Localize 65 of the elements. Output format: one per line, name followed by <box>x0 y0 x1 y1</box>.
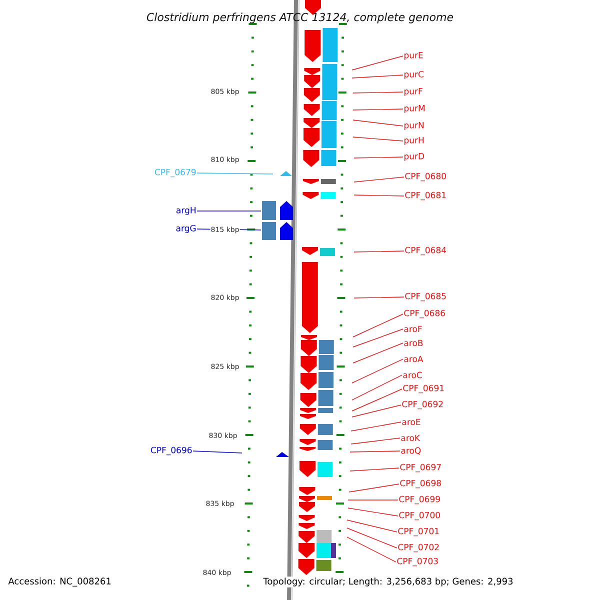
leader-line <box>354 250 404 252</box>
gene-label: purH <box>403 136 425 146</box>
leader-line <box>192 450 242 454</box>
leader-line <box>354 194 404 196</box>
gene-label: CPF_0691 <box>402 384 446 394</box>
title: Clostridium perfringens ATCC 13124, complete genome <box>146 12 454 24</box>
leader-line <box>352 314 404 338</box>
leader-line <box>352 328 404 348</box>
gene-label: aroC <box>402 371 423 379</box>
leader-line <box>352 388 402 412</box>
leader-line <box>196 172 274 174</box>
gene-label: CPF_0686 <box>403 309 446 319</box>
leader-line <box>352 120 404 126</box>
gene-label: CPF_0685 <box>404 292 448 302</box>
gene-label: aroA <box>403 355 424 363</box>
gene-label: CPF_0692 <box>401 400 444 410</box>
leader-line <box>350 450 400 452</box>
gene-label: CPF_0679 <box>154 168 197 178</box>
gene-label: CPF_0696 <box>150 446 193 456</box>
gene-label: CPF_0697 <box>399 463 442 473</box>
leader-line <box>354 296 404 298</box>
leader-line <box>352 374 402 400</box>
leader-line <box>354 176 404 182</box>
leader-line <box>196 210 262 212</box>
gene-label: CPF_0698 <box>399 479 442 489</box>
gene-label: purF <box>403 88 424 96</box>
gene-label: CPF_0681 <box>404 191 448 201</box>
gene-label: purM <box>403 104 426 114</box>
gene-label: CPF_0702 <box>397 543 440 553</box>
gene-label: aroK <box>400 434 420 442</box>
leader-line <box>352 136 404 142</box>
gene-label: CPF_0703 <box>396 557 440 567</box>
gene-label: purD <box>403 152 426 162</box>
leader-line <box>346 528 398 548</box>
gene-label: aroE <box>401 418 422 426</box>
leader-line <box>352 92 404 94</box>
leader-line <box>352 56 404 70</box>
gene-label: CPF_0680 <box>404 172 448 182</box>
leader-line <box>348 484 400 492</box>
gene-label: CPF_0684 <box>404 246 448 256</box>
leader-line <box>352 358 404 384</box>
gene-label: argG <box>175 224 197 234</box>
leader-line <box>352 74 404 78</box>
leader-line <box>350 438 400 444</box>
gene-label: CPF_0701 <box>397 527 440 537</box>
leader-line <box>352 108 404 110</box>
leader-line <box>350 422 402 432</box>
gene-label: purC <box>403 70 424 80</box>
gene-label: purN <box>403 122 425 130</box>
leader-line <box>346 536 396 562</box>
footer-text: Accession: NC_008261 <box>8 578 111 586</box>
leader-line <box>352 404 402 418</box>
gene-label: CPF_0700 <box>398 511 442 521</box>
leader-line <box>346 520 398 532</box>
leader-line <box>350 468 400 472</box>
gene-label: argH <box>175 206 197 216</box>
gene-label: aroQ <box>400 446 422 456</box>
leader-line <box>354 156 404 158</box>
gene-label: purE <box>403 52 424 60</box>
leader-line <box>352 342 404 364</box>
leader-line <box>348 508 398 516</box>
footer-text: Topology: circular; Length: 3,256,683 bp; Genes: 2,993 <box>262 576 514 588</box>
gene-label: CPF_0699 <box>398 495 442 505</box>
gene-label: aroB <box>403 339 424 347</box>
gene-label: aroF <box>403 325 423 333</box>
